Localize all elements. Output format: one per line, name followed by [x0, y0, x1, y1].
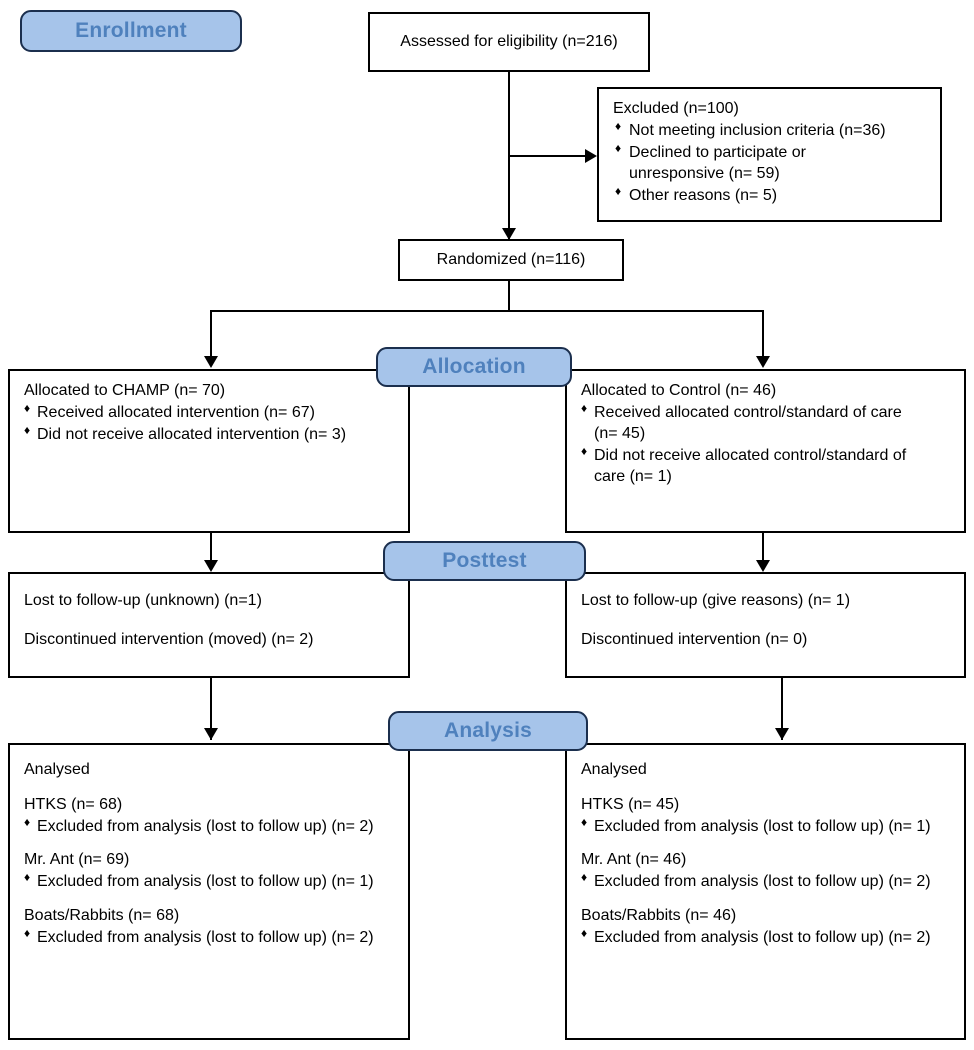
analysis-right-group-title: HTKS (n= 45) — [581, 796, 680, 814]
posttest-right-line: Lost to follow-up (give reasons) (n= 1) — [581, 592, 851, 609]
box-posttest-right: Lost to follow-up (give reasons) (n= 1) … — [565, 572, 966, 678]
analysis-left-group-list: Excluded from analysis (lost to follow u… — [24, 870, 396, 892]
arrow-posttest-right-to-analysis — [775, 728, 789, 740]
analysis-right-group-title: Mr. Ant (n= 46) — [581, 851, 687, 869]
allocated-control-item: Did not receive allocated control/standa… — [581, 444, 952, 487]
box-excluded: Excluded (n=100) Not meeting inclusion c… — [597, 87, 942, 222]
posttest-left-line: Lost to follow-up (unknown) (n=1) — [24, 592, 262, 609]
allocated-control-title: Allocated to Control (n= 46) — [581, 382, 777, 399]
analysis-right-group-item: Excluded from analysis (lost to follow u… — [581, 815, 952, 837]
box-randomized — [398, 239, 624, 281]
arrow-to-excluded — [585, 149, 597, 163]
analysis-left-group-title: Boats/Rabbits (n= 68) — [24, 906, 180, 924]
excluded-reason-item: Not meeting inclusion criteria (n=36) — [613, 119, 928, 141]
posttest-right-line: Discontinued intervention (n= 0) — [581, 631, 808, 649]
connector-posttest-left-to-analysis — [210, 678, 212, 740]
box-analysis-right: Analysed HTKS (n= 45) Excluded from anal… — [565, 743, 966, 1040]
posttest-left-line: Discontinued intervention (moved) (n= 2) — [24, 631, 314, 649]
stage-label-enrollment-text: Enrollment — [75, 19, 187, 42]
arrow-assessed-to-randomized — [502, 228, 516, 240]
excluded-reason-list: Not meeting inclusion criteria (n=36) De… — [613, 119, 928, 206]
excluded-reason-item: Other reasons (n= 5) — [613, 184, 928, 206]
analysis-right-group-list: Excluded from analysis (lost to follow u… — [581, 870, 952, 892]
analysis-left-group-item: Excluded from analysis (lost to follow u… — [24, 815, 396, 837]
stage-label-posttest-text: Posttest — [442, 549, 527, 572]
box-assessed-for-eligibility: Assessed for eligibility (n=216) — [368, 12, 650, 72]
allocated-champ-item: Did not receive allocated intervention (… — [24, 423, 396, 445]
analysis-left-heading: Analysed — [24, 761, 90, 778]
arrow-control-to-posttest — [756, 560, 770, 572]
connector-to-excluded — [508, 155, 589, 157]
stage-label-posttest: Posttest — [383, 541, 586, 581]
analysis-left-group-list: Excluded from analysis (lost to follow u… — [24, 815, 396, 837]
analysis-left-group: HTKS (n= 68) Excluded from analysis (los… — [24, 794, 396, 837]
analysis-right-group: Boats/Rabbits (n= 46) Excluded from anal… — [581, 905, 952, 948]
allocated-champ-title: Allocated to CHAMP (n= 70) — [24, 382, 226, 399]
stage-label-allocation-text: Allocation — [422, 355, 526, 378]
stage-label-allocation: Allocation — [376, 347, 572, 387]
connector-split-right — [762, 310, 764, 364]
box-allocated-control: Allocated to Control (n= 46) Received al… — [565, 369, 966, 533]
arrow-split-left — [204, 356, 218, 368]
allocated-control-item: Received allocated control/standard of c… — [581, 401, 952, 444]
connector-allocation-split — [210, 310, 764, 312]
assessed-for-eligibility-text: Assessed for eligibility (n=216) — [400, 33, 618, 51]
allocated-champ-item: Received allocated intervention (n= 67) — [24, 401, 396, 423]
analysis-left-group-title: HTKS (n= 68) — [24, 796, 123, 814]
allocated-champ-list: Received allocated intervention (n= 67) … — [24, 401, 396, 445]
excluded-reason-item: Declined to participate or unresponsive … — [613, 141, 928, 184]
connector-posttest-right-to-analysis — [781, 678, 783, 740]
analysis-left-group: Mr. Ant (n= 69) Excluded from analysis (… — [24, 849, 396, 892]
analysis-right-group-item: Excluded from analysis (lost to follow u… — [581, 870, 952, 892]
analysis-right-group-list: Excluded from analysis (lost to follow u… — [581, 926, 952, 948]
stage-label-analysis-text: Analysis — [444, 719, 532, 742]
box-posttest-left: Lost to follow-up (unknown) (n=1) Discon… — [8, 572, 410, 678]
connector-randomized-trunk — [508, 281, 510, 311]
analysis-right-group-list: Excluded from analysis (lost to follow u… — [581, 815, 952, 837]
analysis-left-group: Boats/Rabbits (n= 68) Excluded from anal… — [24, 905, 396, 948]
connector-champ-to-posttest — [210, 533, 212, 569]
allocated-control-list: Received allocated control/standard of c… — [581, 401, 952, 487]
analysis-left-group-item: Excluded from analysis (lost to follow u… — [24, 870, 396, 892]
connector-split-left — [210, 310, 212, 364]
analysis-right-group-title: Boats/Rabbits (n= 46) — [581, 906, 737, 924]
arrow-champ-to-posttest — [204, 560, 218, 572]
analysis-right-heading: Analysed — [581, 761, 647, 778]
arrow-posttest-left-to-analysis — [204, 728, 218, 740]
arrow-split-right — [756, 356, 770, 368]
analysis-right-group: HTKS (n= 45) Excluded from analysis (los… — [581, 794, 952, 837]
box-analysis-left: Analysed HTKS (n= 68) Excluded from anal… — [8, 743, 410, 1040]
analysis-left-group-list: Excluded from analysis (lost to follow u… — [24, 926, 396, 948]
box-allocated-champ: Allocated to CHAMP (n= 70) Received allo… — [8, 369, 410, 533]
analysis-right-group-item: Excluded from analysis (lost to follow u… — [581, 926, 952, 948]
connector-control-to-posttest — [762, 533, 764, 569]
analysis-left-group-title: Mr. Ant (n= 69) — [24, 851, 130, 869]
analysis-right-group: Mr. Ant (n= 46) Excluded from analysis (… — [581, 849, 952, 892]
stage-label-enrollment: Enrollment — [20, 10, 242, 52]
stage-label-analysis: Analysis — [388, 711, 588, 751]
excluded-title: Excluded (n=100) — [613, 100, 739, 117]
randomized-text: Randomized (n=116) — [436, 251, 586, 268]
analysis-left-group-item: Excluded from analysis (lost to follow u… — [24, 926, 396, 948]
